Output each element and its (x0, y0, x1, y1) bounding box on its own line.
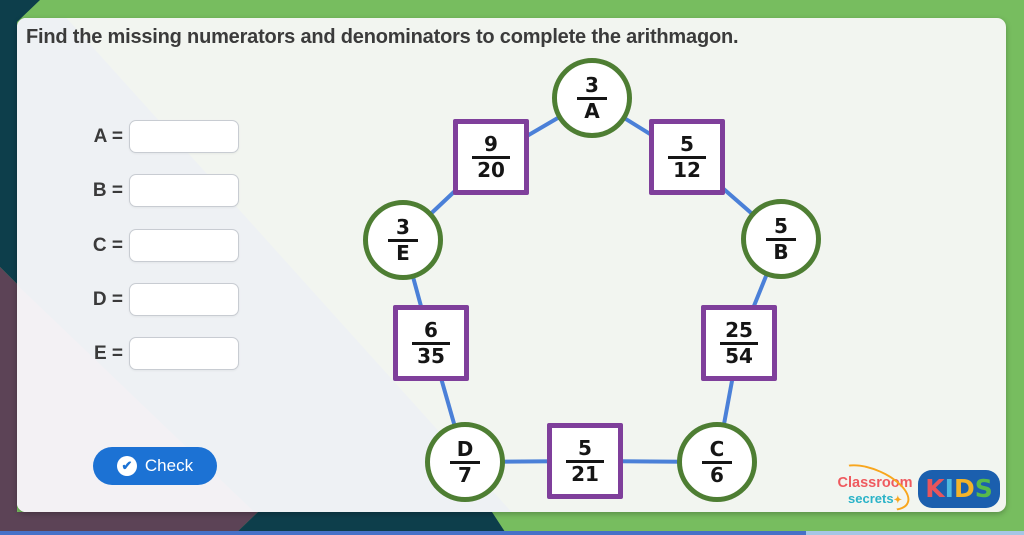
bottom-bar-left (0, 531, 806, 535)
fraction-numerator: 5 (578, 435, 592, 460)
fraction-denominator: 6 (702, 461, 732, 485)
answer-label-e: E = (93, 342, 123, 364)
bottom-bar-right (806, 531, 1024, 535)
kids-letter-s: S (974, 473, 993, 503)
answer-input-b[interactable] (129, 174, 239, 207)
check-button-label: Check (144, 456, 194, 475)
fraction-numerator: 25 (725, 317, 753, 342)
answer-input-a[interactable] (129, 120, 239, 153)
classroom-logo-text: Classroom (837, 475, 913, 491)
fraction-numerator: 5 (774, 213, 788, 238)
fraction-numerator: 3 (585, 72, 599, 97)
check-button[interactable]: ✔ Check (93, 447, 217, 485)
fraction-denominator: B (766, 238, 796, 262)
fraction-denominator: 21 (566, 460, 604, 484)
fraction-numerator: 5 (680, 131, 694, 156)
answer-label-c: C = (92, 234, 123, 256)
answer-label-b: B = (92, 179, 123, 201)
answer-row-c: C = (83, 229, 239, 262)
corner-teal-bottom-shape (234, 512, 507, 535)
kids-letter-d: D (953, 473, 975, 503)
fraction-denominator: A (577, 97, 607, 121)
answer-input-c[interactable] (129, 229, 239, 262)
fraction-numerator: C (709, 436, 725, 461)
answer-input-e[interactable] (129, 337, 239, 370)
answers-panel: A = B = C = D = E = (17, 18, 1006, 512)
answer-row-b: B = (83, 174, 239, 207)
star-icon: ✦ (893, 494, 902, 506)
answer-label-d: D = (92, 288, 123, 310)
answer-input-d[interactable] (129, 283, 239, 316)
check-circle-icon: ✔ (116, 456, 137, 476)
activity-card: Find the missing numerators and denomina… (17, 18, 1006, 512)
kids-letter-i: I (944, 473, 954, 503)
fraction-denominator: 54 (720, 342, 758, 366)
fraction-denominator: 12 (668, 156, 706, 180)
corner-teal-top-left-shape (0, 0, 40, 284)
answer-row-d: D = (83, 283, 239, 316)
classroom-secrets-logo: Classroom secrets✦ (829, 454, 917, 512)
secrets-logo-text: secrets✦ (848, 490, 902, 506)
answer-label-a: A = (93, 125, 123, 147)
answer-row-e: E = (83, 337, 239, 370)
kids-letter-k: K (925, 473, 945, 503)
answer-row-a: A = (83, 120, 239, 153)
